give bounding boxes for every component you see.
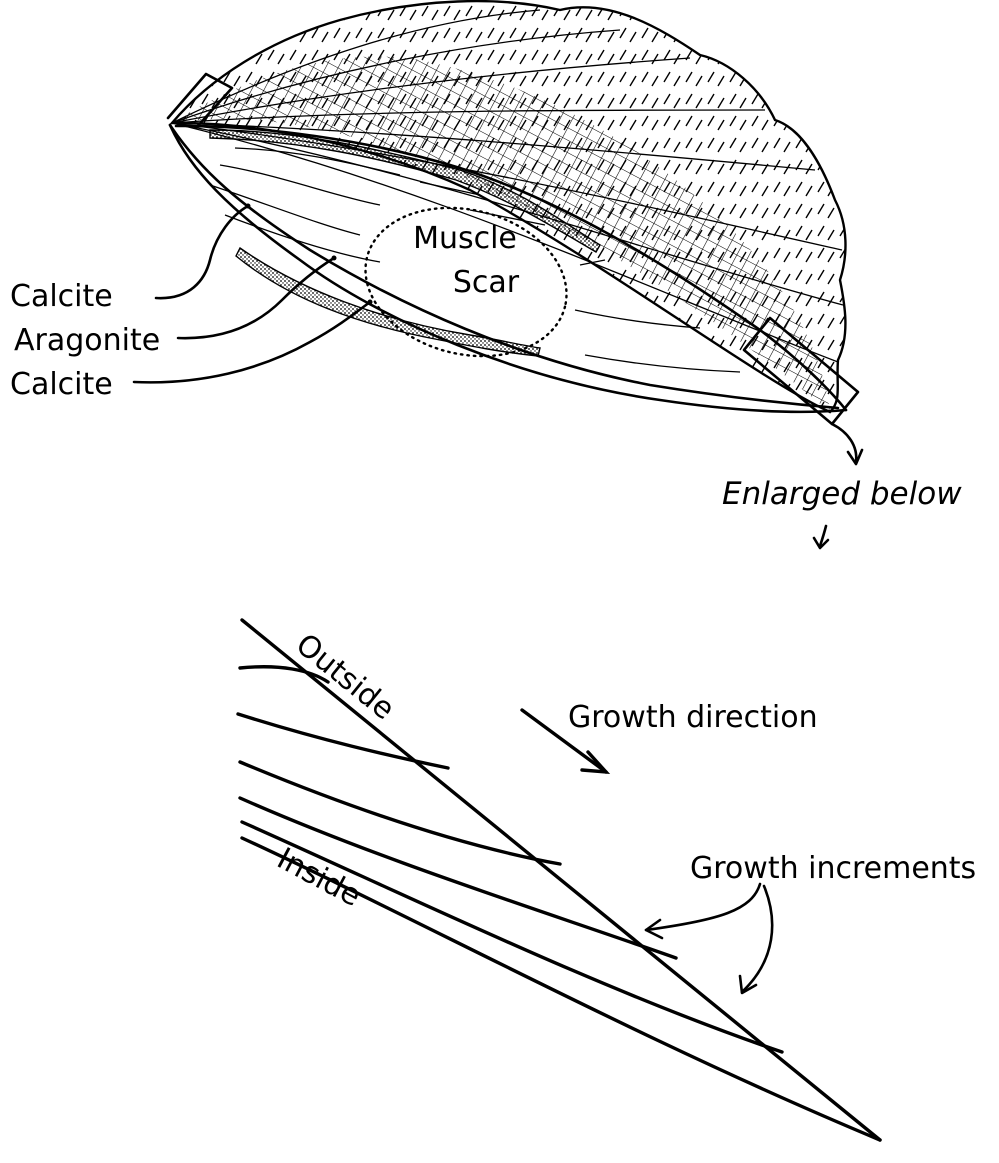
calcite-outer-label: Calcite	[10, 279, 113, 314]
muscle-scar-label-2: Scar	[453, 265, 520, 300]
inside-label: Inside	[271, 841, 366, 914]
aragonite-label: Aragonite	[14, 323, 160, 358]
growth-increments-arrows	[646, 884, 772, 993]
enlarged-arrow	[814, 526, 828, 548]
enlarged-below-label: Enlarged below	[722, 476, 962, 512]
muscle-scar-label-1: Muscle	[413, 221, 517, 256]
calcite-inner-label: Calcite	[10, 367, 113, 402]
layer-labels	[134, 204, 373, 383]
growth-increments-label: Growth increments	[690, 851, 976, 886]
outside-label: Outside	[289, 627, 401, 727]
growth-direction-label: Growth direction	[568, 700, 818, 735]
